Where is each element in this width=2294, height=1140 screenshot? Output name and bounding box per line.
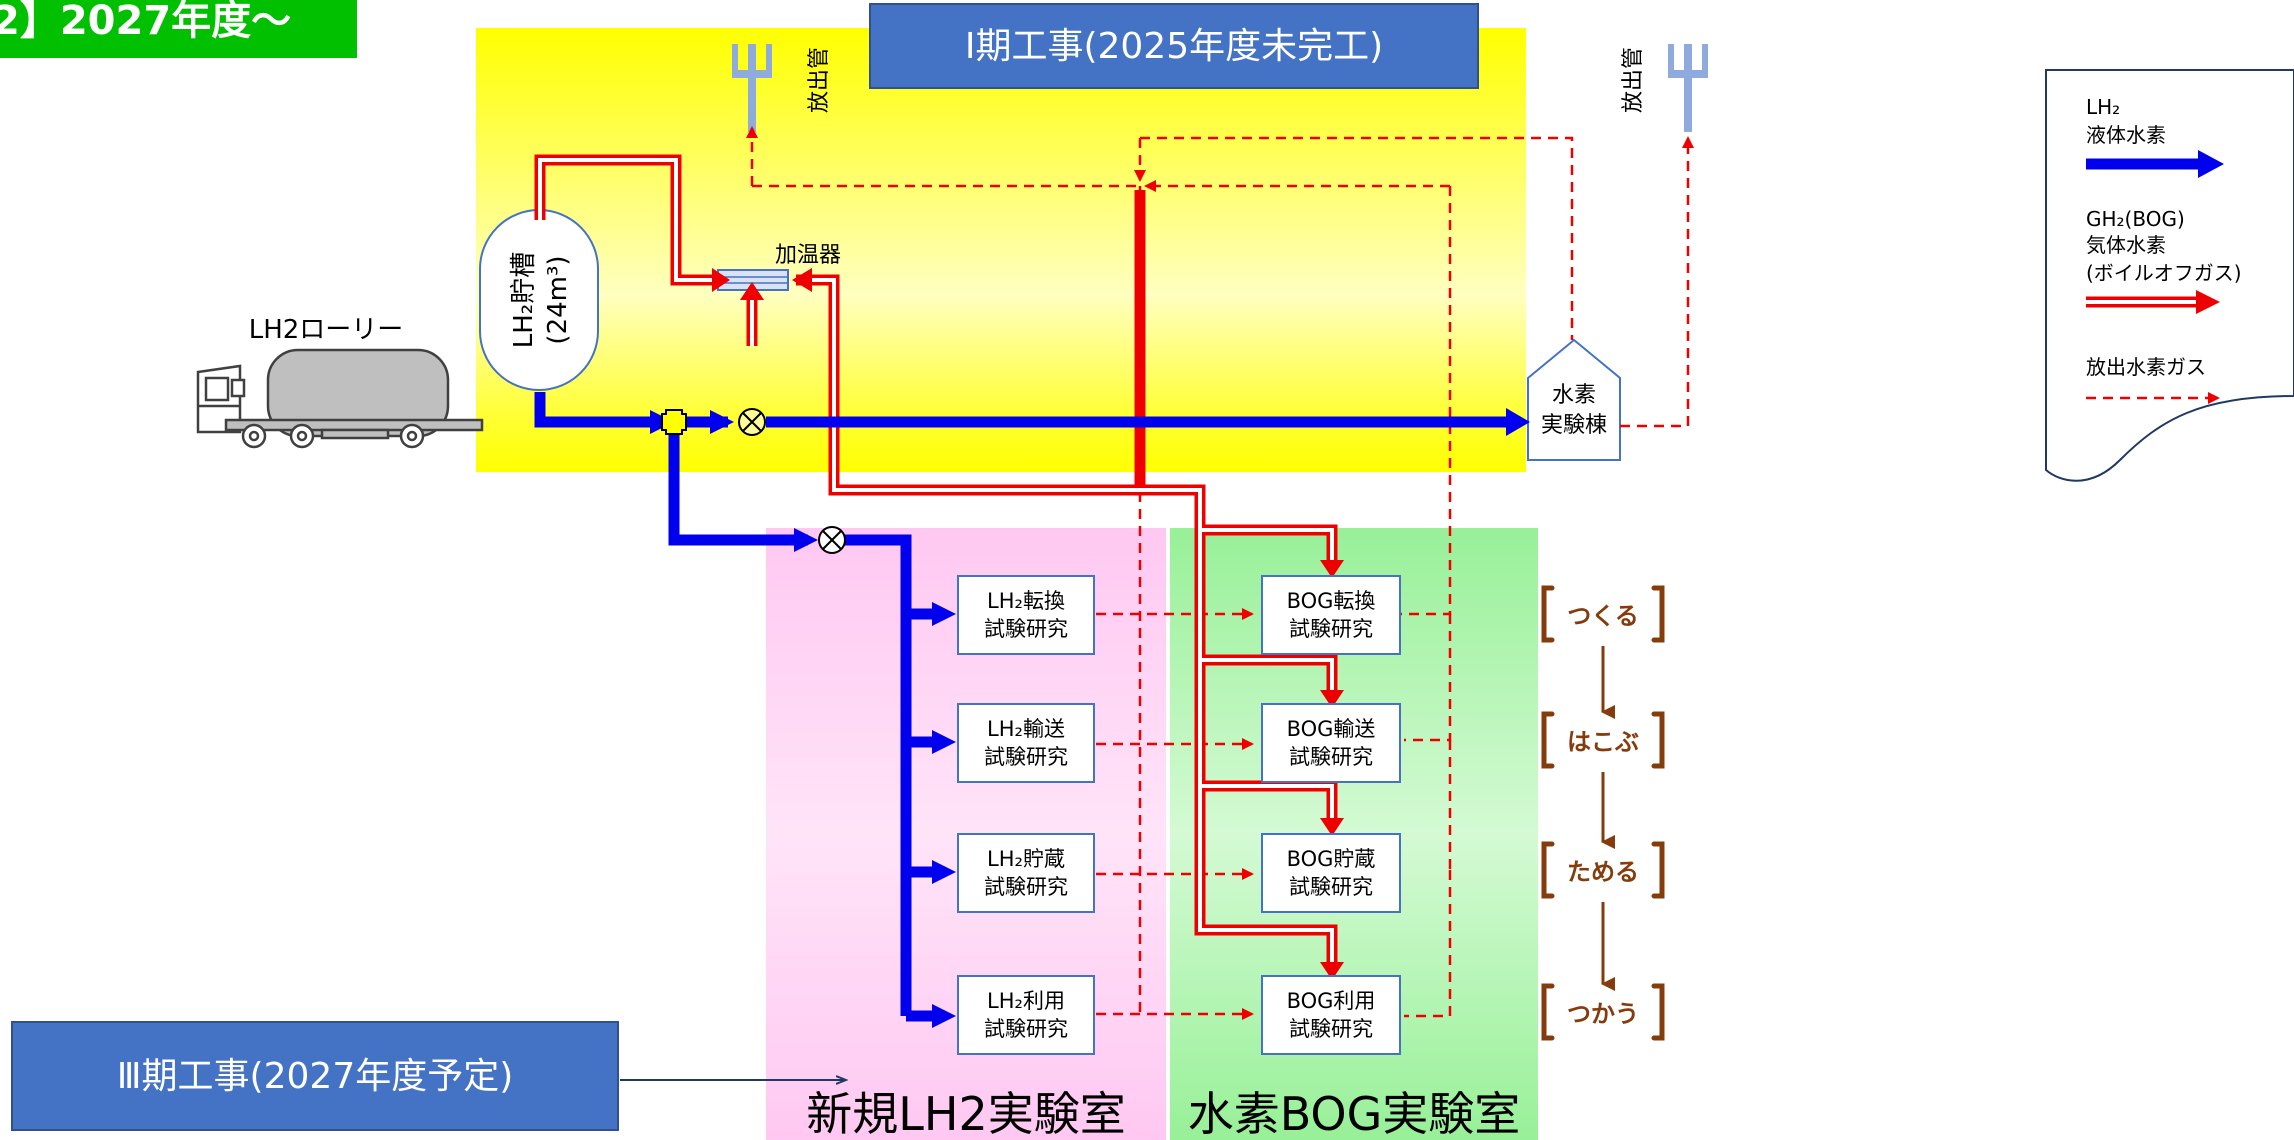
bog-box-utilization-line2: 試験研究 <box>1289 1017 1373 1041</box>
lh2-box-conversion: LH₂転換 試験研究 <box>957 575 1095 655</box>
lh2-room-label: 新規LH2実験室 <box>806 1087 1125 1140</box>
hydrogen-building <box>1527 338 1621 461</box>
bog-box-transport-line2: 試験研究 <box>1289 745 1373 769</box>
lh2-box-storage-line2: 試験研究 <box>984 875 1068 899</box>
stage-carry: はこぶ <box>1567 728 1639 756</box>
stage-store: ためる <box>1567 858 1639 886</box>
phase1-label: Ⅰ期工事(2025年度未完工) <box>965 26 1383 67</box>
legend-gh2-line1: GH₂(BOG) <box>2086 207 2185 231</box>
right-vent-stack-icon <box>1668 44 1708 132</box>
lh2-box-transport-line2: 試験研究 <box>984 745 1068 769</box>
lh2-tanker-truck-icon <box>196 348 484 449</box>
legend-lh2-line1: LH₂ <box>2086 95 2120 119</box>
legend-gh2-line3: (ボイルオフガス) <box>2086 261 2242 285</box>
bog-box-storage-line2: 試験研究 <box>1289 875 1373 899</box>
tank-label-line2: (24m³) <box>543 255 573 344</box>
header-banner <box>0 0 357 58</box>
bog-box-conversion-line1: BOG転換 <box>1287 589 1376 613</box>
lh2-box-storage: LH₂貯蔵 試験研究 <box>957 833 1095 913</box>
phase3-label: Ⅲ期工事(2027年度予定) <box>117 1056 514 1097</box>
right-vent-label: 放出管 <box>1621 47 1646 113</box>
hydrogen-building-line2: 実験棟 <box>1541 413 1607 438</box>
stage-use: つかう <box>1567 1000 1639 1028</box>
left-vent-stack-icon <box>732 44 772 132</box>
lh2-box-conversion-line2: 試験研究 <box>984 617 1068 641</box>
bog-box-transport: BOG輸送 試験研究 <box>1261 703 1401 783</box>
left-vent-label: 放出管 <box>807 47 832 113</box>
bog-box-conversion-line2: 試験研究 <box>1289 617 1373 641</box>
lh2-arrowheads <box>650 408 1530 1028</box>
lh2-box-transport: LH₂輸送 試験研究 <box>957 703 1095 783</box>
legend-gh2-line2: 気体水素 <box>2086 233 2166 257</box>
lh2-box-transport-line1: LH₂輸送 <box>987 717 1065 741</box>
pipe-junction-icon <box>661 409 687 435</box>
bog-room-label: 水素BOG実験室 <box>1188 1087 1521 1140</box>
bog-box-utilization: BOG利用 試験研究 <box>1261 975 1401 1055</box>
stage-make: つくる <box>1567 602 1639 630</box>
stage-brackets <box>1541 585 1665 1041</box>
legend-lh2-line2: 液体水素 <box>2086 123 2166 147</box>
legend-panel <box>2045 69 2294 482</box>
gh2-bog-lines <box>534 154 1344 980</box>
bog-box-utilization-line1: BOG利用 <box>1287 989 1376 1013</box>
lh2-box-utilization-line1: LH₂利用 <box>987 989 1065 1013</box>
lh2-box-conversion-line1: LH₂転換 <box>987 589 1065 613</box>
legend-vent-gas: 放出水素ガス <box>2086 355 2206 379</box>
valve-icon-main <box>738 408 766 436</box>
lh2-box-utilization: LH₂利用 試験研究 <box>957 975 1095 1055</box>
truck-label: LH2ローリー <box>249 315 404 345</box>
phase1-zone <box>476 28 1526 472</box>
valve-icon-branch <box>818 526 846 554</box>
phase1-label-box <box>869 3 1479 89</box>
lh2-storage-tank <box>479 209 599 391</box>
bog-box-conversion: BOG転換 試験研究 <box>1261 575 1401 655</box>
warmer-label: 加温器 <box>775 243 841 268</box>
header-title: 2】2027年度～ <box>0 0 291 44</box>
lh2-liquid-lines <box>534 392 1508 1022</box>
lh2-box-utilization-line2: 試験研究 <box>984 1017 1068 1041</box>
lh2-box-storage-line1: LH₂貯蔵 <box>987 847 1065 871</box>
bog-box-storage: BOG貯蔵 試験研究 <box>1261 833 1401 913</box>
phase3-label-box <box>11 1021 619 1131</box>
bog-box-transport-line1: BOG輸送 <box>1287 717 1376 741</box>
legend-lh2-swatch <box>2086 150 2224 178</box>
tank-label-line1: LH₂貯槽 <box>509 252 539 348</box>
legend-gh2-swatch <box>2086 290 2220 314</box>
hydrogen-building-line1: 水素 <box>1552 383 1596 408</box>
bog-box-storage-line1: BOG貯蔵 <box>1287 847 1376 871</box>
